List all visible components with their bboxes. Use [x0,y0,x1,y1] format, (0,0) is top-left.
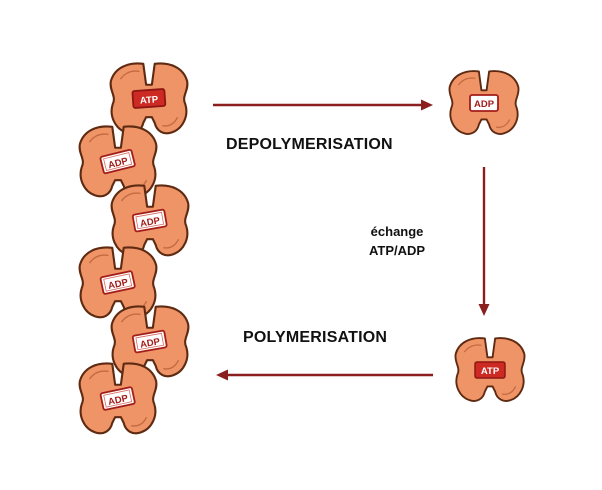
filament-subunit-tag: ADP [139,336,161,350]
adp-tag-inner-border [103,389,133,408]
actin-filament: ATP ADP ADP ADP ADP ADP [78,62,190,435]
depolymerisation-arrow [213,99,433,111]
filament-subunit-5: ADP [110,305,190,378]
free-monomer-atp: ATP [454,337,526,402]
adp-tag-inner-border [135,332,165,351]
exchange-label-line1: échange [370,224,424,239]
filament-subunit-tag: ATP [140,94,160,106]
atp-tag [131,88,167,109]
adp-tag-inner-border [103,273,133,292]
polymerisation-label: POLYMERISATION [243,329,388,346]
adp-tag [99,270,136,295]
exchange-label: échange ATP/ADP [369,222,425,260]
free-monomer-adp: ADP [448,70,520,135]
filament-subunit-tag: ADP [139,215,161,229]
free-monomer-atp-tag: ATP [481,366,500,377]
free-monomer-adp-tag: ADP [474,99,495,110]
atp-tag [474,361,506,379]
adp-tag [469,94,499,112]
exchange-label-line2: ATP/ADP [369,243,426,258]
filament-subunit-tag: ADP [107,277,130,292]
depolymerisation-label: DEPOLYMERISATION [226,136,393,153]
adp-tag [99,386,136,411]
filament-subunit-4: ADP [78,246,158,319]
adp-tag [131,208,168,233]
polymerisation-arrow [216,369,433,381]
filament-subunit-tag: ADP [107,156,130,172]
adp-tag [131,329,168,354]
adp-tag [99,148,136,175]
exchange-arrow [478,167,490,316]
adp-tag-inner-border [103,152,133,171]
filament-subunit-1: ATP [109,62,189,135]
adp-tag-inner-border [135,211,165,230]
filament-subunit-6: ADP [78,362,158,435]
filament-subunit-2: ADP [78,125,158,198]
filament-subunit-tag: ADP [107,393,130,408]
filament-subunit-3: ADP [110,184,190,257]
